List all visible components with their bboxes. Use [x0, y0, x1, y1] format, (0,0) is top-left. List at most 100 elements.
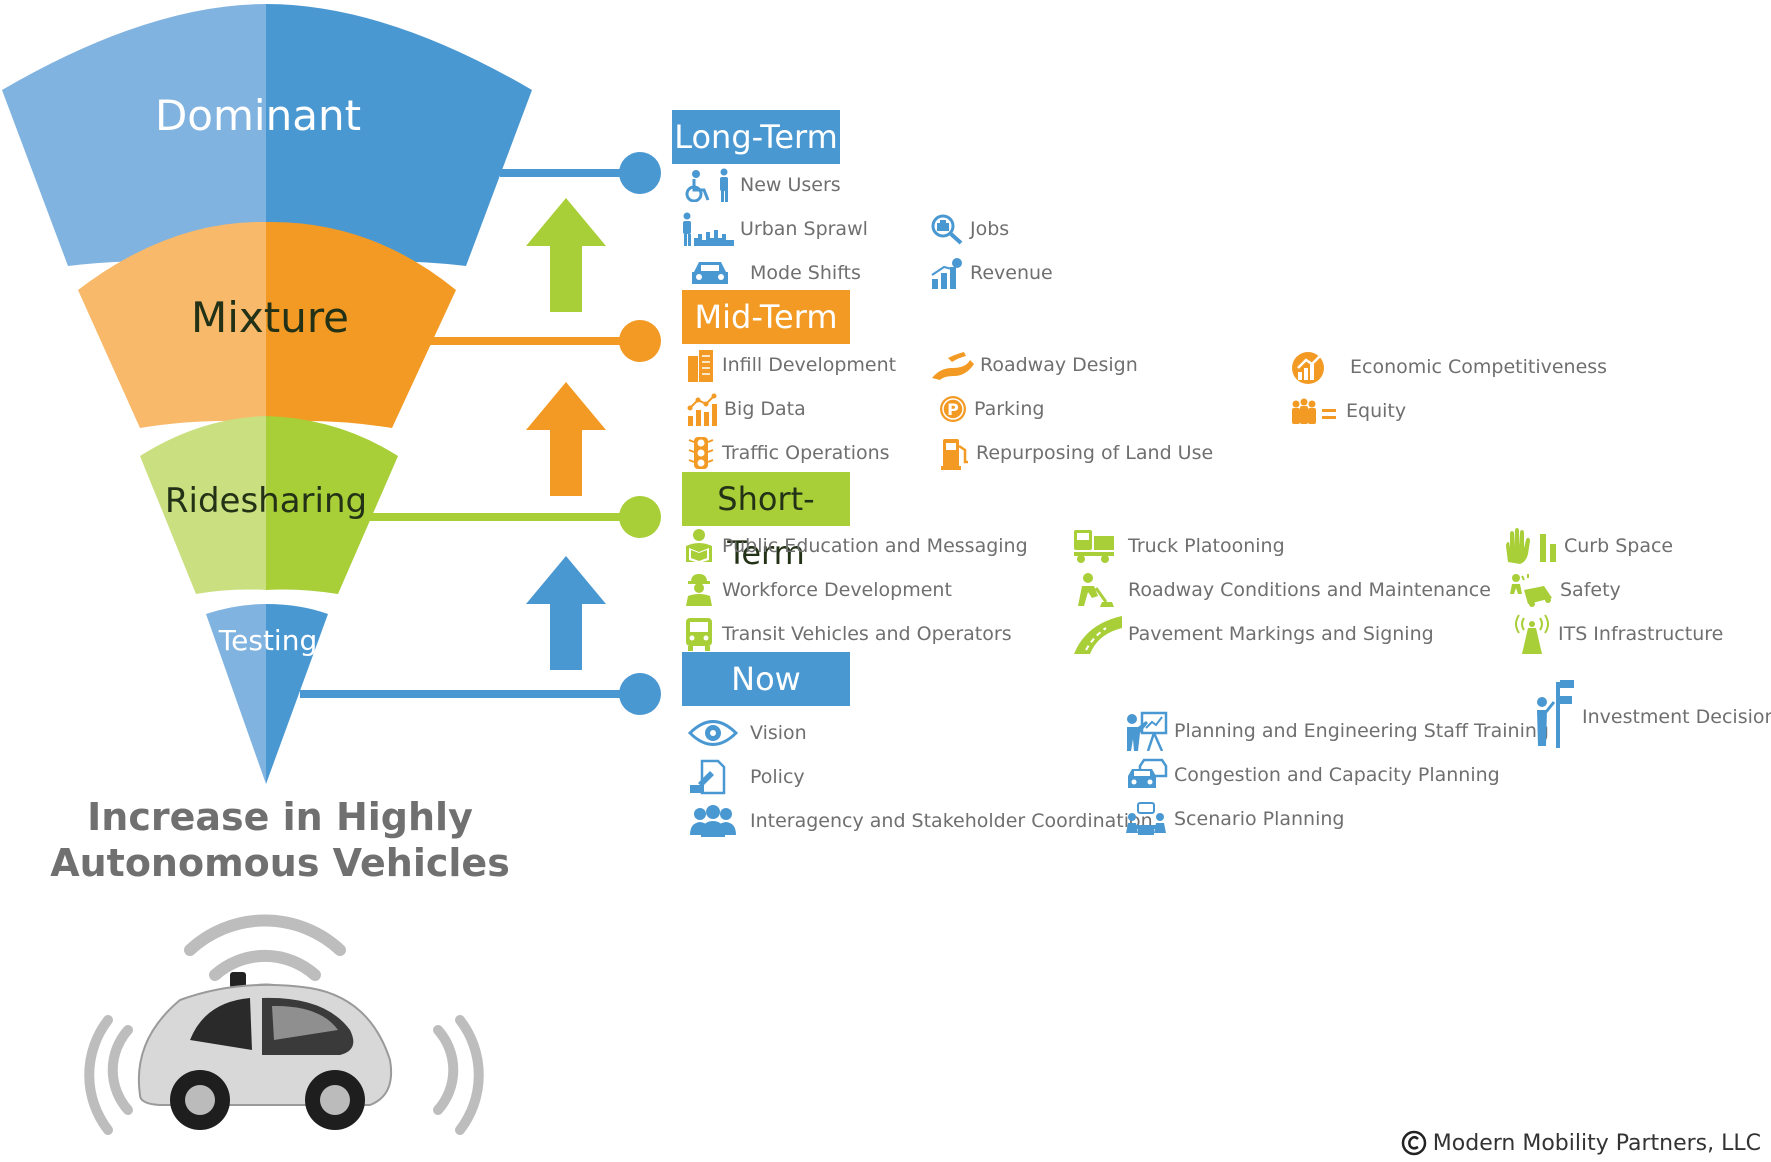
- lane-marking-icon: [1074, 616, 1122, 654]
- funnel-label-mixture: Mixture: [191, 293, 349, 342]
- item-parking-label: Parking: [974, 398, 1045, 420]
- item-repurposing-land-use-label: Repurposing of Land Use: [976, 442, 1214, 464]
- signpost-icon: [1537, 680, 1574, 748]
- item-economic-competitiveness-label: Economic Competitiveness: [1350, 356, 1608, 378]
- item-vision: Vision: [688, 714, 807, 752]
- item-interagency-coordination-label: Interagency and Stakeholder Coordination: [750, 810, 1153, 832]
- item-safety: Safety: [1508, 571, 1621, 609]
- buildings-icon: [688, 350, 713, 382]
- item-curb-space-label: Curb Space: [1564, 535, 1674, 557]
- item-jobs: Jobs: [930, 210, 1009, 248]
- funnel-diagram: Dominant Mixture Ridesharing Testing: [2, 4, 661, 784]
- item-transit-vehicles-label: Transit Vehicles and Operators: [722, 623, 1012, 645]
- item-safety-label: Safety: [1560, 579, 1621, 601]
- item-scenario-planning-label: Scenario Planning: [1174, 808, 1345, 830]
- eye-icon: [688, 720, 738, 746]
- road-icon: [932, 352, 974, 380]
- item-policy: Policy: [688, 758, 805, 796]
- item-traffic-operations-label: Traffic Operations: [722, 442, 890, 464]
- item-vision-label: Vision: [750, 722, 807, 744]
- item-equity: Equity: [1290, 392, 1406, 430]
- svg-text:P: P: [947, 400, 959, 419]
- funnel-label-ridesharing: Ridesharing: [165, 481, 367, 521]
- item-equity-label: Equity: [1346, 400, 1407, 422]
- item-revenue-label: Revenue: [970, 262, 1053, 284]
- meeting-icon: [1126, 802, 1166, 835]
- data-chart-icon: [687, 393, 717, 426]
- item-jobs-label: Jobs: [970, 218, 1010, 240]
- item-public-education: Public Education and Messaging: [682, 527, 1028, 565]
- headline-line2: Autonomous Vehicles: [50, 841, 510, 885]
- headline-line1: Increase in Highly: [87, 795, 473, 839]
- item-workforce-development: Workforce Development: [682, 571, 952, 609]
- item-traffic-operations: Traffic Operations: [686, 434, 890, 472]
- arrow-up-blue: [526, 556, 606, 670]
- parking-icon: P: [940, 396, 966, 422]
- people-equal-icon: [1292, 398, 1336, 424]
- funnel-band-ridesharing-right: [266, 416, 398, 594]
- item-roadway-conditions: Roadway Conditions and Maintenance: [1072, 571, 1491, 609]
- item-pavement-markings-label: Pavement Markings and Signing: [1128, 623, 1434, 645]
- item-mode-shifts: Mode Shifts: [690, 254, 861, 292]
- funnel-label-dominant: Dominant: [155, 91, 361, 140]
- item-infill-development-label: Infill Development: [722, 354, 897, 376]
- arrow-up-green: [526, 198, 606, 312]
- growth-chart-icon: [1292, 352, 1324, 384]
- item-congestion-planning-label: Congestion and Capacity Planning: [1174, 764, 1500, 786]
- hand-stop-icon: [1506, 528, 1556, 564]
- headline: Increase in Highly Autonomous Vehicles: [30, 794, 530, 886]
- item-urban-sprawl: Urban Sprawl: [680, 210, 868, 248]
- item-new-users: New Users: [682, 166, 841, 204]
- item-investment-decisions: Investment Decisions: [1534, 676, 1771, 748]
- item-congestion-planning: Congestion and Capacity Planning: [1124, 756, 1500, 794]
- item-mode-shifts-label: Mode Shifts: [750, 262, 861, 284]
- bus-icon: [686, 618, 712, 651]
- worker-icon: [686, 574, 712, 606]
- item-roadway-design: Roadway Design: [930, 346, 1138, 384]
- funnel-band-mixture-right: [266, 221, 456, 428]
- funnel-band-dominant-right: [266, 4, 532, 266]
- item-interagency-coordination: Interagency and Stakeholder Coordination: [688, 802, 1153, 840]
- magnifier-briefcase-icon: [931, 214, 963, 245]
- connector-now: [300, 690, 640, 698]
- item-revenue: Revenue: [930, 254, 1053, 292]
- connector-dot-mid-term: [619, 320, 661, 362]
- item-economic-competitiveness: Economic Competitiveness: [1290, 348, 1607, 386]
- item-workforce-development-label: Workforce Development: [722, 579, 952, 601]
- item-parking: P Parking: [938, 390, 1044, 428]
- item-infill-development: Infill Development: [686, 346, 896, 384]
- funnel-band-testing-left: [206, 604, 266, 784]
- funnel-band-testing-right: [266, 604, 328, 784]
- connector-mid-term: [430, 337, 640, 345]
- arrow-up-orange: [526, 382, 606, 496]
- connector-short-term: [360, 513, 640, 521]
- group-icon: [690, 805, 736, 837]
- item-its-infrastructure-label: ITS Infrastructure: [1558, 623, 1724, 645]
- stage-tag-mid-term: Mid-Term: [682, 290, 850, 344]
- item-staff-training: Planning and Engineering Staff Training: [1124, 711, 1549, 751]
- city-skyline-icon: [683, 212, 734, 246]
- funnel-label-testing: Testing: [218, 624, 317, 657]
- reader-icon: [686, 529, 712, 563]
- copyright-text: Modern Mobility Partners, LLC: [1432, 1130, 1761, 1156]
- item-truck-platooning-label: Truck Platooning: [1128, 535, 1285, 557]
- bar-chart-dollar-icon: [931, 258, 962, 289]
- item-roadway-conditions-label: Roadway Conditions and Maintenance: [1128, 579, 1491, 601]
- traffic-light-icon: [688, 437, 714, 469]
- car-icon: [692, 262, 728, 284]
- cars-icon: [1128, 758, 1168, 788]
- item-truck-platooning: Truck Platooning: [1072, 527, 1285, 565]
- antenna-icon: [1515, 614, 1549, 654]
- accessibility-icon: [685, 168, 728, 202]
- item-repurposing-land-use: Repurposing of Land Use: [940, 434, 1213, 472]
- connector-dot-now: [619, 673, 661, 715]
- item-transit-vehicles: Transit Vehicles and Operators: [682, 615, 1012, 653]
- item-pavement-markings: Pavement Markings and Signing: [1072, 615, 1434, 654]
- funnel-band-dominant-left: [2, 4, 266, 266]
- copyright-icon: [1401, 1130, 1427, 1156]
- item-investment-decisions-label: Investment Decisions: [1582, 706, 1771, 728]
- connector-long-term: [500, 169, 640, 177]
- truck-icon: [1074, 530, 1114, 563]
- item-scenario-planning: Scenario Planning: [1124, 800, 1344, 838]
- crash-icon: [1510, 574, 1552, 607]
